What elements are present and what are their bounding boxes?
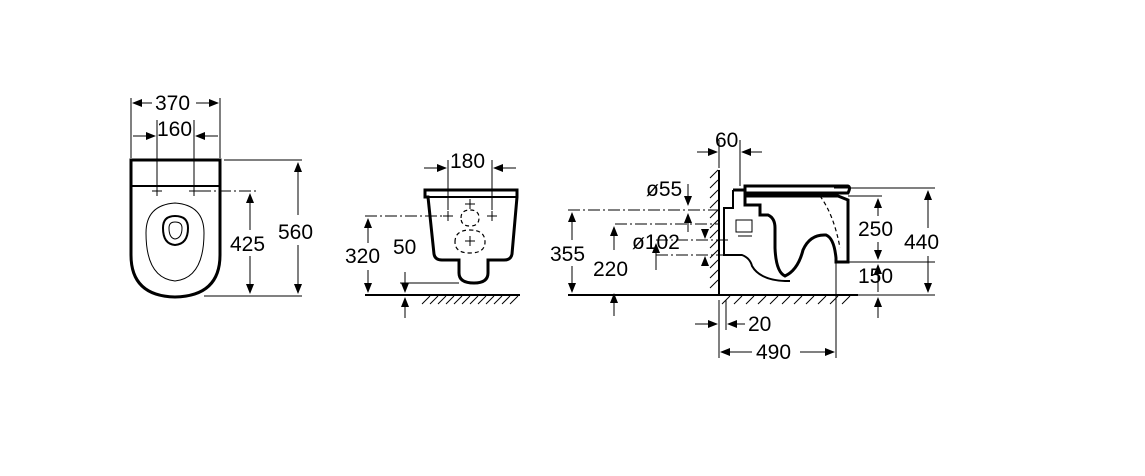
front-view: 180 320 50: [345, 150, 520, 318]
dim-490: 490: [756, 341, 791, 364]
dim-50: 50: [393, 236, 416, 259]
dim-320: 320: [345, 245, 380, 268]
dim-370: 370: [155, 92, 190, 115]
dim-425: 425: [230, 233, 265, 256]
dim-220: 220: [593, 258, 628, 281]
dim-inlet-diameter: ø55: [646, 178, 682, 201]
top-view: 370 160 560 425: [129, 92, 313, 299]
dim-250: 250: [858, 218, 893, 241]
dim-180: 180: [450, 150, 485, 173]
top-view-outlet-inner: [168, 221, 183, 240]
dim-60: 60: [715, 129, 738, 152]
dim-440: 440: [904, 231, 939, 254]
dim-150: 150: [858, 265, 893, 288]
dim-outlet-diameter: ø102: [632, 231, 680, 254]
side-view-bowl: [733, 188, 850, 278]
top-view-bowl-outline: [129, 158, 222, 299]
top-view-outlet-shape: [161, 214, 190, 247]
front-view-body: [423, 188, 519, 285]
side-view-seat-lid: [743, 184, 851, 195]
dim-560: 560: [278, 221, 313, 244]
top-view-inner-bowl: [145, 202, 205, 282]
dim-20: 20: [748, 313, 771, 336]
dim-355: 355: [550, 243, 585, 266]
side-view: 60 ø55 ø102 355 220 250 440 150: [550, 129, 939, 364]
dim-160: 160: [157, 118, 192, 141]
